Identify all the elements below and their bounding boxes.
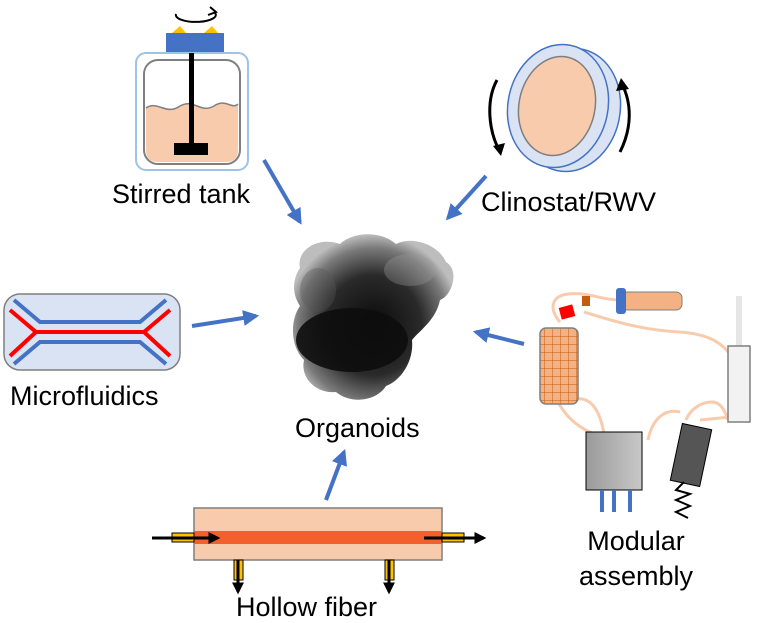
arrow-modular — [472, 327, 525, 346]
modular-label-line1: Modular — [587, 526, 685, 556]
arrow-microfluidics — [191, 310, 260, 328]
hollow-fiber-label: Hollow fiber — [236, 592, 378, 622]
modular-label-line2: assembly — [578, 561, 694, 591]
hollow-fiber-icon — [152, 507, 487, 595]
microfluidics-icon — [3, 293, 181, 371]
arrow-clinostat — [445, 174, 488, 221]
flow-arrows — [191, 158, 525, 501]
clinostat-rwv-icon — [488, 43, 631, 173]
microfluidics-label: Microfluidics — [10, 381, 159, 411]
stirred-tank-label: Stirred tank — [112, 179, 251, 209]
rotation-arrow-icon — [174, 11, 217, 23]
arrow-hollow-fiber — [324, 449, 347, 501]
arrow-stirred-tank — [262, 158, 302, 225]
organoid-image — [292, 234, 454, 400]
modular-assembly-icon — [539, 288, 751, 519]
impeller-icon — [174, 53, 208, 155]
stirred-tank-icon — [135, 6, 249, 171]
organoids-label: Organoids — [295, 413, 420, 443]
clinostat-label: Clinostat/RWV — [481, 187, 657, 217]
